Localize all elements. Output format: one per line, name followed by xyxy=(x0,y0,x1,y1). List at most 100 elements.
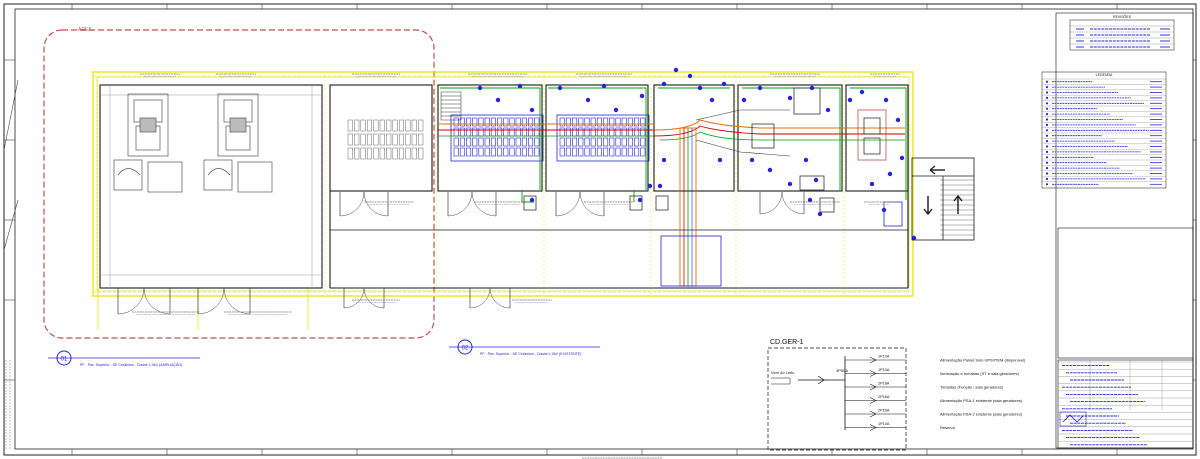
building-outline xyxy=(92,71,914,297)
view-number-01: 01 xyxy=(61,357,68,363)
circuit-description: Reserva xyxy=(940,425,956,430)
area-outline xyxy=(43,29,435,339)
battery-rack xyxy=(450,114,544,162)
battery-cell xyxy=(521,137,527,147)
left-margin-notes xyxy=(5,360,11,450)
battery-cell xyxy=(565,137,571,147)
battery-cell xyxy=(466,147,472,157)
circuit-breaker: 2P16A xyxy=(878,395,890,399)
battery-cell xyxy=(503,127,509,137)
battery-cell xyxy=(603,117,609,127)
battery-cell xyxy=(453,147,459,157)
device-marker xyxy=(807,197,813,203)
battery-cell xyxy=(392,147,398,160)
view-title-02-text: PF - Pav. Superior - SE Cerâmica - Class… xyxy=(480,352,581,356)
battery-cell xyxy=(640,117,646,127)
door-swing xyxy=(579,191,605,217)
battery-cell xyxy=(398,119,405,132)
battery-cell xyxy=(559,137,565,147)
circuit-description: Iluminação e tomadas (ST e sala geradore… xyxy=(940,371,1020,376)
battery-cell xyxy=(490,127,496,137)
battery-bank-1 xyxy=(450,114,544,162)
battery-cell xyxy=(521,127,527,137)
battery-cell xyxy=(360,119,366,132)
device-marker xyxy=(741,97,747,103)
battery-cell xyxy=(478,117,484,127)
legend-symbol xyxy=(1045,183,1049,186)
device-marker xyxy=(477,85,483,91)
view-title-01: 01 PF - Pav. Superior - SE Cerâmica - Cl… xyxy=(48,350,200,367)
battery-cell xyxy=(509,117,515,127)
exterior-stairs xyxy=(911,157,975,241)
door-swing xyxy=(339,191,365,217)
battery-cell xyxy=(565,117,571,127)
battery-cell xyxy=(559,127,565,137)
device-markers xyxy=(477,67,917,241)
breaker-symbol xyxy=(869,397,877,404)
battery-cell xyxy=(584,137,590,147)
battery-cell xyxy=(534,127,540,137)
device-marker xyxy=(721,81,727,87)
battery-cell xyxy=(379,119,385,132)
door-swing xyxy=(555,191,581,217)
battery-cell xyxy=(515,117,521,127)
battery-cell xyxy=(509,147,515,157)
battery-cell xyxy=(528,137,534,147)
battery-cell xyxy=(590,137,596,147)
device-marker xyxy=(787,95,793,101)
battery-cell xyxy=(497,137,503,147)
device-marker xyxy=(767,167,773,173)
battery-cell xyxy=(584,117,590,127)
battery-cell xyxy=(478,127,484,137)
door-swing xyxy=(469,287,491,309)
battery-cell xyxy=(405,119,411,132)
area-label: AREA xyxy=(78,27,92,33)
battery-cell xyxy=(366,133,373,146)
battery-cell xyxy=(609,147,615,157)
battery-cell xyxy=(459,127,465,137)
device-marker xyxy=(757,85,763,91)
battery-cell xyxy=(411,147,417,160)
device-marker xyxy=(749,157,755,163)
battery-cell xyxy=(453,137,459,147)
wall-bands xyxy=(93,72,909,330)
device-marker xyxy=(881,207,887,213)
battery-cell xyxy=(497,147,503,157)
battery-cell xyxy=(528,127,534,137)
battery-cell xyxy=(373,133,379,146)
device-marker xyxy=(911,235,917,241)
title-block-fields xyxy=(1058,360,1193,446)
device-marker xyxy=(803,157,809,163)
battery-cell xyxy=(627,137,633,147)
circuit-description: Alimentação Painel Solo UPS/ITEM (dispon… xyxy=(940,358,1026,363)
panel-schedule-box xyxy=(767,347,907,451)
device-marker xyxy=(709,97,715,103)
battery-cell xyxy=(584,127,590,137)
battery-cell xyxy=(634,127,640,137)
legend-symbol xyxy=(1045,161,1049,164)
battery-cell xyxy=(603,127,609,137)
battery-cell xyxy=(347,119,353,132)
door-swing xyxy=(447,191,473,217)
battery-cell xyxy=(615,147,621,157)
sheet-inner-frame xyxy=(14,8,1194,450)
legend-symbol xyxy=(1045,167,1049,170)
revision-frame xyxy=(1069,19,1175,51)
battery-cell xyxy=(603,137,609,147)
door-swing xyxy=(197,287,225,315)
battery-cell xyxy=(590,117,596,127)
battery-cell xyxy=(366,119,373,132)
battery-cell xyxy=(509,127,515,137)
battery-cell xyxy=(347,147,353,160)
view-title-02: 02 PF - Pav. Superior - SE Cerâmica - Cl… xyxy=(449,339,600,356)
device-marker xyxy=(809,85,815,91)
battery-cell xyxy=(609,137,615,147)
battery-cell xyxy=(534,137,540,147)
battery-cell xyxy=(578,147,584,157)
battery-cell xyxy=(609,117,615,127)
company-logo xyxy=(1059,411,1087,427)
device-marker xyxy=(883,97,889,103)
device-marker xyxy=(895,117,901,123)
battery-cell xyxy=(466,127,472,137)
battery-cell xyxy=(621,147,627,157)
